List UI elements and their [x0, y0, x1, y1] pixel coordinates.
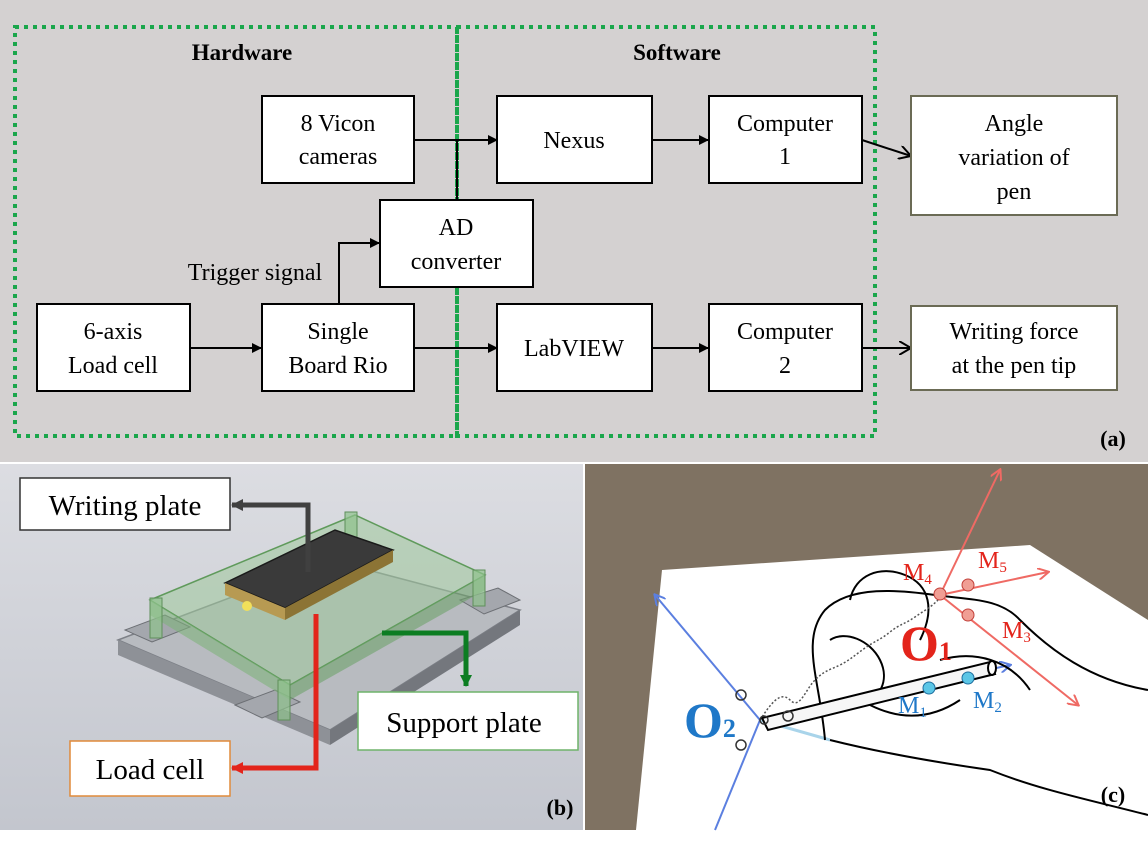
- box-load-cell: 6-axis Load cell: [36, 303, 191, 392]
- writing-plate-edge-right: [285, 550, 393, 620]
- hardware-title: Hardware: [192, 40, 293, 65]
- panel-c-label: (c): [1101, 782, 1125, 807]
- box-sbrio-line2: Board Rio: [288, 353, 387, 379]
- panel-c: O1 O2 M1 M2 M3 M4 M5 (c): [585, 464, 1148, 831]
- box-labview: LabVIEW: [496, 303, 653, 392]
- origin-o2-sub: 2: [723, 714, 736, 743]
- origin-o2-main: O: [684, 692, 723, 748]
- arrow-computer1-to-angle: [861, 139, 911, 156]
- box-angle-line2: variation of: [958, 145, 1069, 171]
- box-computer2-line1: Computer: [737, 319, 833, 345]
- origin-o1-sub: 1: [939, 637, 952, 666]
- support-plate-side: [150, 600, 290, 700]
- marker-m3-main: M: [1002, 618, 1023, 644]
- origin-o1-main: O: [900, 615, 939, 671]
- panel-a: Hardware Software 8 Vicon cameras Nexus …: [0, 0, 1148, 462]
- box-angle-line3: pen: [997, 179, 1032, 205]
- panel-b-label: (b): [547, 795, 574, 820]
- support-plate-callout: Support plate: [357, 691, 579, 751]
- box-loadcell-line1: 6-axis: [84, 319, 143, 345]
- marker-m5-dot: [961, 578, 975, 592]
- panel-a-background: [0, 0, 1148, 462]
- box-ad-line2: converter: [411, 249, 502, 275]
- box-computer1-line2: 1: [779, 144, 791, 170]
- trigger-signal-label: Trigger signal: [188, 260, 323, 286]
- load-cell-arrow: [231, 614, 319, 774]
- load-cell-callout: Load cell: [69, 740, 231, 797]
- support-pillars: [149, 511, 486, 721]
- writing-plate-arrow: [231, 499, 311, 572]
- marker-m1-label: M1: [898, 693, 927, 721]
- marker-m4-main: M: [903, 560, 924, 586]
- marker-m3-sub: 3: [1023, 630, 1031, 646]
- box-writing-force: Writing force at the pen tip: [910, 305, 1118, 391]
- marker-m1-main: M: [898, 693, 919, 719]
- marker-m4-label: M4: [903, 560, 932, 588]
- box-vicon-cameras: 8 Vicon cameras: [261, 95, 415, 184]
- box-ad-converter: AD converter: [379, 199, 534, 288]
- box-angle-variation: Angle variation of pen: [910, 95, 1118, 216]
- marker-m2-dot: [961, 671, 975, 685]
- load-cell-label: Load cell: [96, 754, 205, 786]
- box-computer2-line2: 2: [779, 353, 791, 379]
- support-plate-arrow: [382, 630, 472, 687]
- hardware-region: [13, 25, 459, 438]
- panel-b: Writing plate Support plate Load cell (b…: [0, 464, 583, 830]
- marker-m1-sub: 1: [919, 705, 927, 721]
- marker-m5-label: M5: [978, 548, 1007, 576]
- marker-rings: [735, 689, 794, 751]
- box-computer1-line1: Computer: [737, 111, 833, 137]
- box-force-line2: at the pen tip: [952, 353, 1077, 379]
- box-computer-2: Computer 2: [708, 303, 863, 392]
- box-ad-line1: AD: [439, 215, 474, 241]
- box-nexus: Nexus: [496, 95, 653, 184]
- marker-m5-main: M: [978, 548, 999, 574]
- box-labview-label: LabVIEW: [524, 336, 624, 362]
- marker-m3-label: M3: [1002, 618, 1031, 646]
- base-plate-side: [118, 640, 330, 745]
- software-title: Software: [633, 40, 721, 65]
- box-sbrio-line1: Single: [307, 319, 368, 345]
- marker-m4-dot: [933, 587, 947, 601]
- box-computer-1: Computer 1: [708, 95, 863, 184]
- marker-m2-label: M2: [973, 688, 1002, 716]
- box-force-line1: Writing force: [950, 319, 1079, 345]
- box-angle-line1: Angle: [985, 111, 1044, 137]
- box-nexus-label: Nexus: [543, 128, 604, 154]
- marker-m5-sub: 5: [999, 560, 1007, 576]
- marker-m3-dot: [961, 608, 975, 622]
- box-vicon-line2: cameras: [299, 144, 378, 170]
- box-vicon-line1: 8 Vicon: [301, 111, 376, 137]
- origin-o2-label: O2: [684, 692, 736, 748]
- writing-plate-origin-dot: [242, 601, 252, 611]
- writing-plate-edge: [225, 583, 285, 620]
- connectors: [190, 135, 911, 348]
- panel-a-label: (a): [1100, 426, 1126, 451]
- spring: [759, 599, 939, 721]
- pen: [760, 660, 997, 732]
- marker-m2-sub: 2: [994, 700, 1002, 716]
- origin-o1-label: O1: [900, 615, 952, 671]
- marker-m1-dot: [922, 681, 936, 695]
- support-plate-label: Support plate: [386, 707, 541, 739]
- marker-m4-sub: 4: [924, 572, 932, 588]
- support-plate-side-right: [290, 575, 485, 700]
- writing-plate-callout: Writing plate: [19, 477, 231, 531]
- arrow-trigger-to-ad: [338, 238, 380, 304]
- box-loadcell-line2: Load cell: [68, 353, 158, 379]
- writing-plate-label: Writing plate: [49, 490, 202, 522]
- marker-m2-main: M: [973, 688, 994, 714]
- box-single-board-rio: Single Board Rio: [261, 303, 415, 392]
